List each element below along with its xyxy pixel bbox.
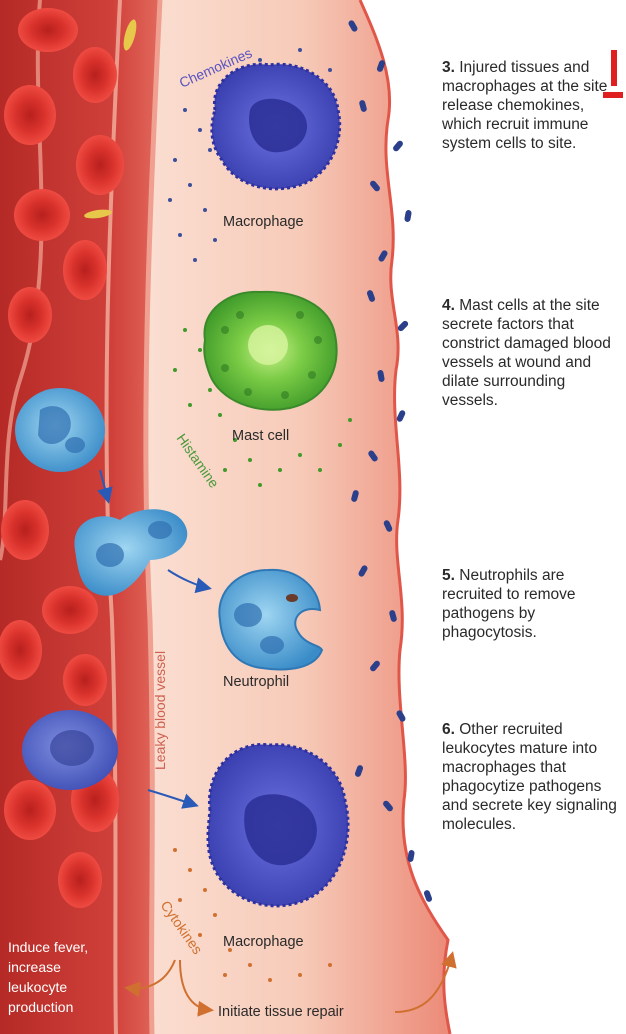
cytokine-particles [173,848,332,982]
tissue-edge [358,0,452,1034]
arrow-repair-start [179,959,214,1017]
neutrophil-squeezing [74,509,188,596]
tissue-repair-label: Initiate tissue repair [218,1004,344,1020]
mast-cell [203,290,338,411]
leaky-vessel-label: Leaky blood vessel [152,651,168,770]
vessel-wall-outer [143,0,163,1034]
step-6-number: 6. [442,721,455,738]
step-3-desc: Injured tissues and macrophages at the s… [442,59,608,152]
red-marker [603,50,623,98]
pathogens [348,20,433,902]
step-5-number: 5. [442,567,455,584]
step-6-desc: Other recruited leukocytes mature into m… [442,721,617,833]
step-4-desc: Mast cells at the site secrete factors t… [442,297,611,409]
step-4-number: 4. [442,297,455,314]
step-5-text: 5. Neutrophils are recruited to remove p… [442,566,622,642]
macrophage-bottom [206,742,350,908]
platelets [84,19,137,219]
svg-text:production: production [8,999,73,1015]
svg-text:increase: increase [8,959,61,975]
step-5-desc: Neutrophils are recruited to remove path… [442,567,576,641]
step-3-number: 3. [442,59,455,76]
arrow-neutrophil-out [167,569,212,594]
arrow-repair-end [394,951,457,1013]
lymphocyte-in-vessel [22,710,118,790]
mast-cell-label: Mast cell [232,428,289,444]
neutrophil-in-vessel [15,388,105,472]
neutrophil-label: Neutrophil [223,674,289,690]
neutrophil-tissue [218,568,324,671]
arrow-fever [124,959,176,998]
arrow-neutrophil-down [97,469,113,504]
macrophage-top [210,62,342,191]
tissue-region [120,0,450,1034]
svg-text:Induce fever,: Induce fever, [8,939,88,955]
macrophage-top-label: Macrophage [223,214,304,230]
histamine-particles [173,328,352,487]
fever-text: Induce fever, increase leukocyte product… [8,939,88,1015]
macrophage-bottom-label: Macrophage [223,934,304,950]
svg-text:leukocyte: leukocyte [8,979,67,995]
arrow-leukocyte-out [147,789,199,809]
step-4-text: 4. Mast cells at the site secrete factor… [442,296,622,410]
step-3-text: 3. Injured tissues and macrophages at th… [442,58,622,153]
red-blood-cells [0,8,124,908]
step-6-text: 6. Other recruited leukocytes mature int… [442,720,622,834]
